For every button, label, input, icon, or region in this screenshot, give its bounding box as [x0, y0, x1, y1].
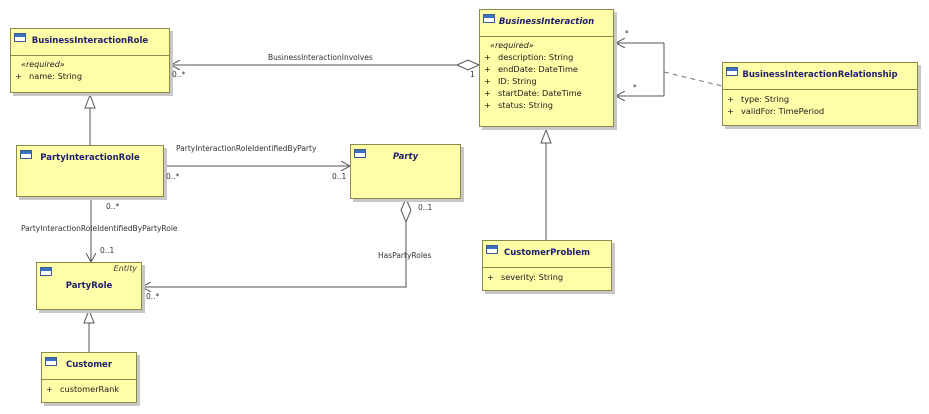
class-name: Customer [65, 360, 113, 370]
class-name: Party [392, 152, 419, 162]
aggregation-diamond-party [400, 197, 412, 224]
multiplicity-label: * [625, 29, 629, 38]
class-name: PartyRole [65, 281, 113, 291]
association-class-link [663, 71, 723, 87]
class-icon [45, 357, 57, 366]
class-customer-problem[interactable]: CustomerProblem +severity: String [482, 240, 612, 291]
assoc-label-party-interaction-role-identified-by-party-role: PartyInteractionRoleIdentifiedByPartyRol… [21, 224, 178, 233]
class-icon [483, 14, 495, 23]
stereotype-label: «required» [21, 60, 65, 69]
class-name: BusinessInteractionRelationship [742, 70, 898, 80]
class-icon [20, 150, 32, 159]
class-icon [486, 245, 498, 254]
class-icon [40, 267, 52, 276]
aggregation-diamond-business-interaction [455, 59, 481, 71]
class-icon [726, 67, 738, 76]
attribute-row: +endDate: DateTime [484, 64, 578, 74]
entity-stereotype-tag: Entity [113, 264, 137, 273]
stereotype-label: «required» [490, 41, 534, 50]
attribute-row: +startDate: DateTime [484, 88, 582, 98]
multiplicity-label: * [633, 83, 637, 92]
multiplicity-label: 0..* [146, 292, 160, 301]
attribute-row: +customerRank [46, 384, 120, 394]
class-party-role[interactable]: Entity PartyRole [36, 262, 142, 310]
attribute-row: +status: String [484, 100, 553, 110]
multiplicity-label: 0..1 [418, 203, 433, 212]
multiplicity-label: 0..1 [100, 246, 115, 255]
class-party[interactable]: Party [350, 144, 461, 199]
generalization-triangle-party-role [83, 308, 95, 324]
attribute-row: +ID: String [484, 76, 537, 86]
multiplicity-label: 0..* [166, 172, 180, 181]
multiplicity-label: 0..* [172, 70, 186, 79]
assoc-label-party-interaction-role-identified-by-party: PartyInteractionRoleIdentifiedByParty [176, 144, 317, 153]
class-business-interaction-relationship[interactable]: BusinessInteractionRelationship +type: S… [722, 62, 918, 126]
class-business-interaction-role[interactable]: BusinessInteractionRole «required» +name… [10, 28, 170, 93]
assoc-label-has-party-roles: HasPartyRoles [378, 251, 432, 260]
attribute-row: +validFor: TimePeriod [727, 106, 825, 116]
multiplicity-label: 0..1 [332, 172, 347, 181]
generalization-triangle-business-interaction-role [84, 93, 96, 109]
class-icon [354, 149, 366, 158]
class-name: BusinessInteractionRole [31, 36, 149, 46]
multiplicity-label: 0..* [106, 202, 120, 211]
attribute-row: +type: String [727, 94, 790, 104]
class-party-interaction-role[interactable]: PartyInteractionRole [16, 145, 164, 197]
class-name: BusinessInteraction [498, 17, 595, 27]
generalization-triangle-business-interaction [540, 128, 552, 144]
multiplicity-label: 1 [470, 70, 475, 79]
assoc-label-business-interaction-involves: BusinessInteractionInvolves [268, 53, 373, 62]
class-customer[interactable]: Customer +customerRank [41, 352, 137, 403]
attribute-row: +severity: String [487, 272, 564, 282]
class-business-interaction[interactable]: BusinessInteraction «required» +descript… [479, 9, 614, 127]
class-name: CustomerProblem [504, 248, 590, 258]
attribute-row: +description: String [484, 52, 574, 62]
class-name: PartyInteractionRole [40, 153, 140, 163]
attribute-row: +name: String [15, 71, 83, 81]
class-icon [14, 33, 26, 42]
assoc-has-party-roles [142, 222, 407, 287]
